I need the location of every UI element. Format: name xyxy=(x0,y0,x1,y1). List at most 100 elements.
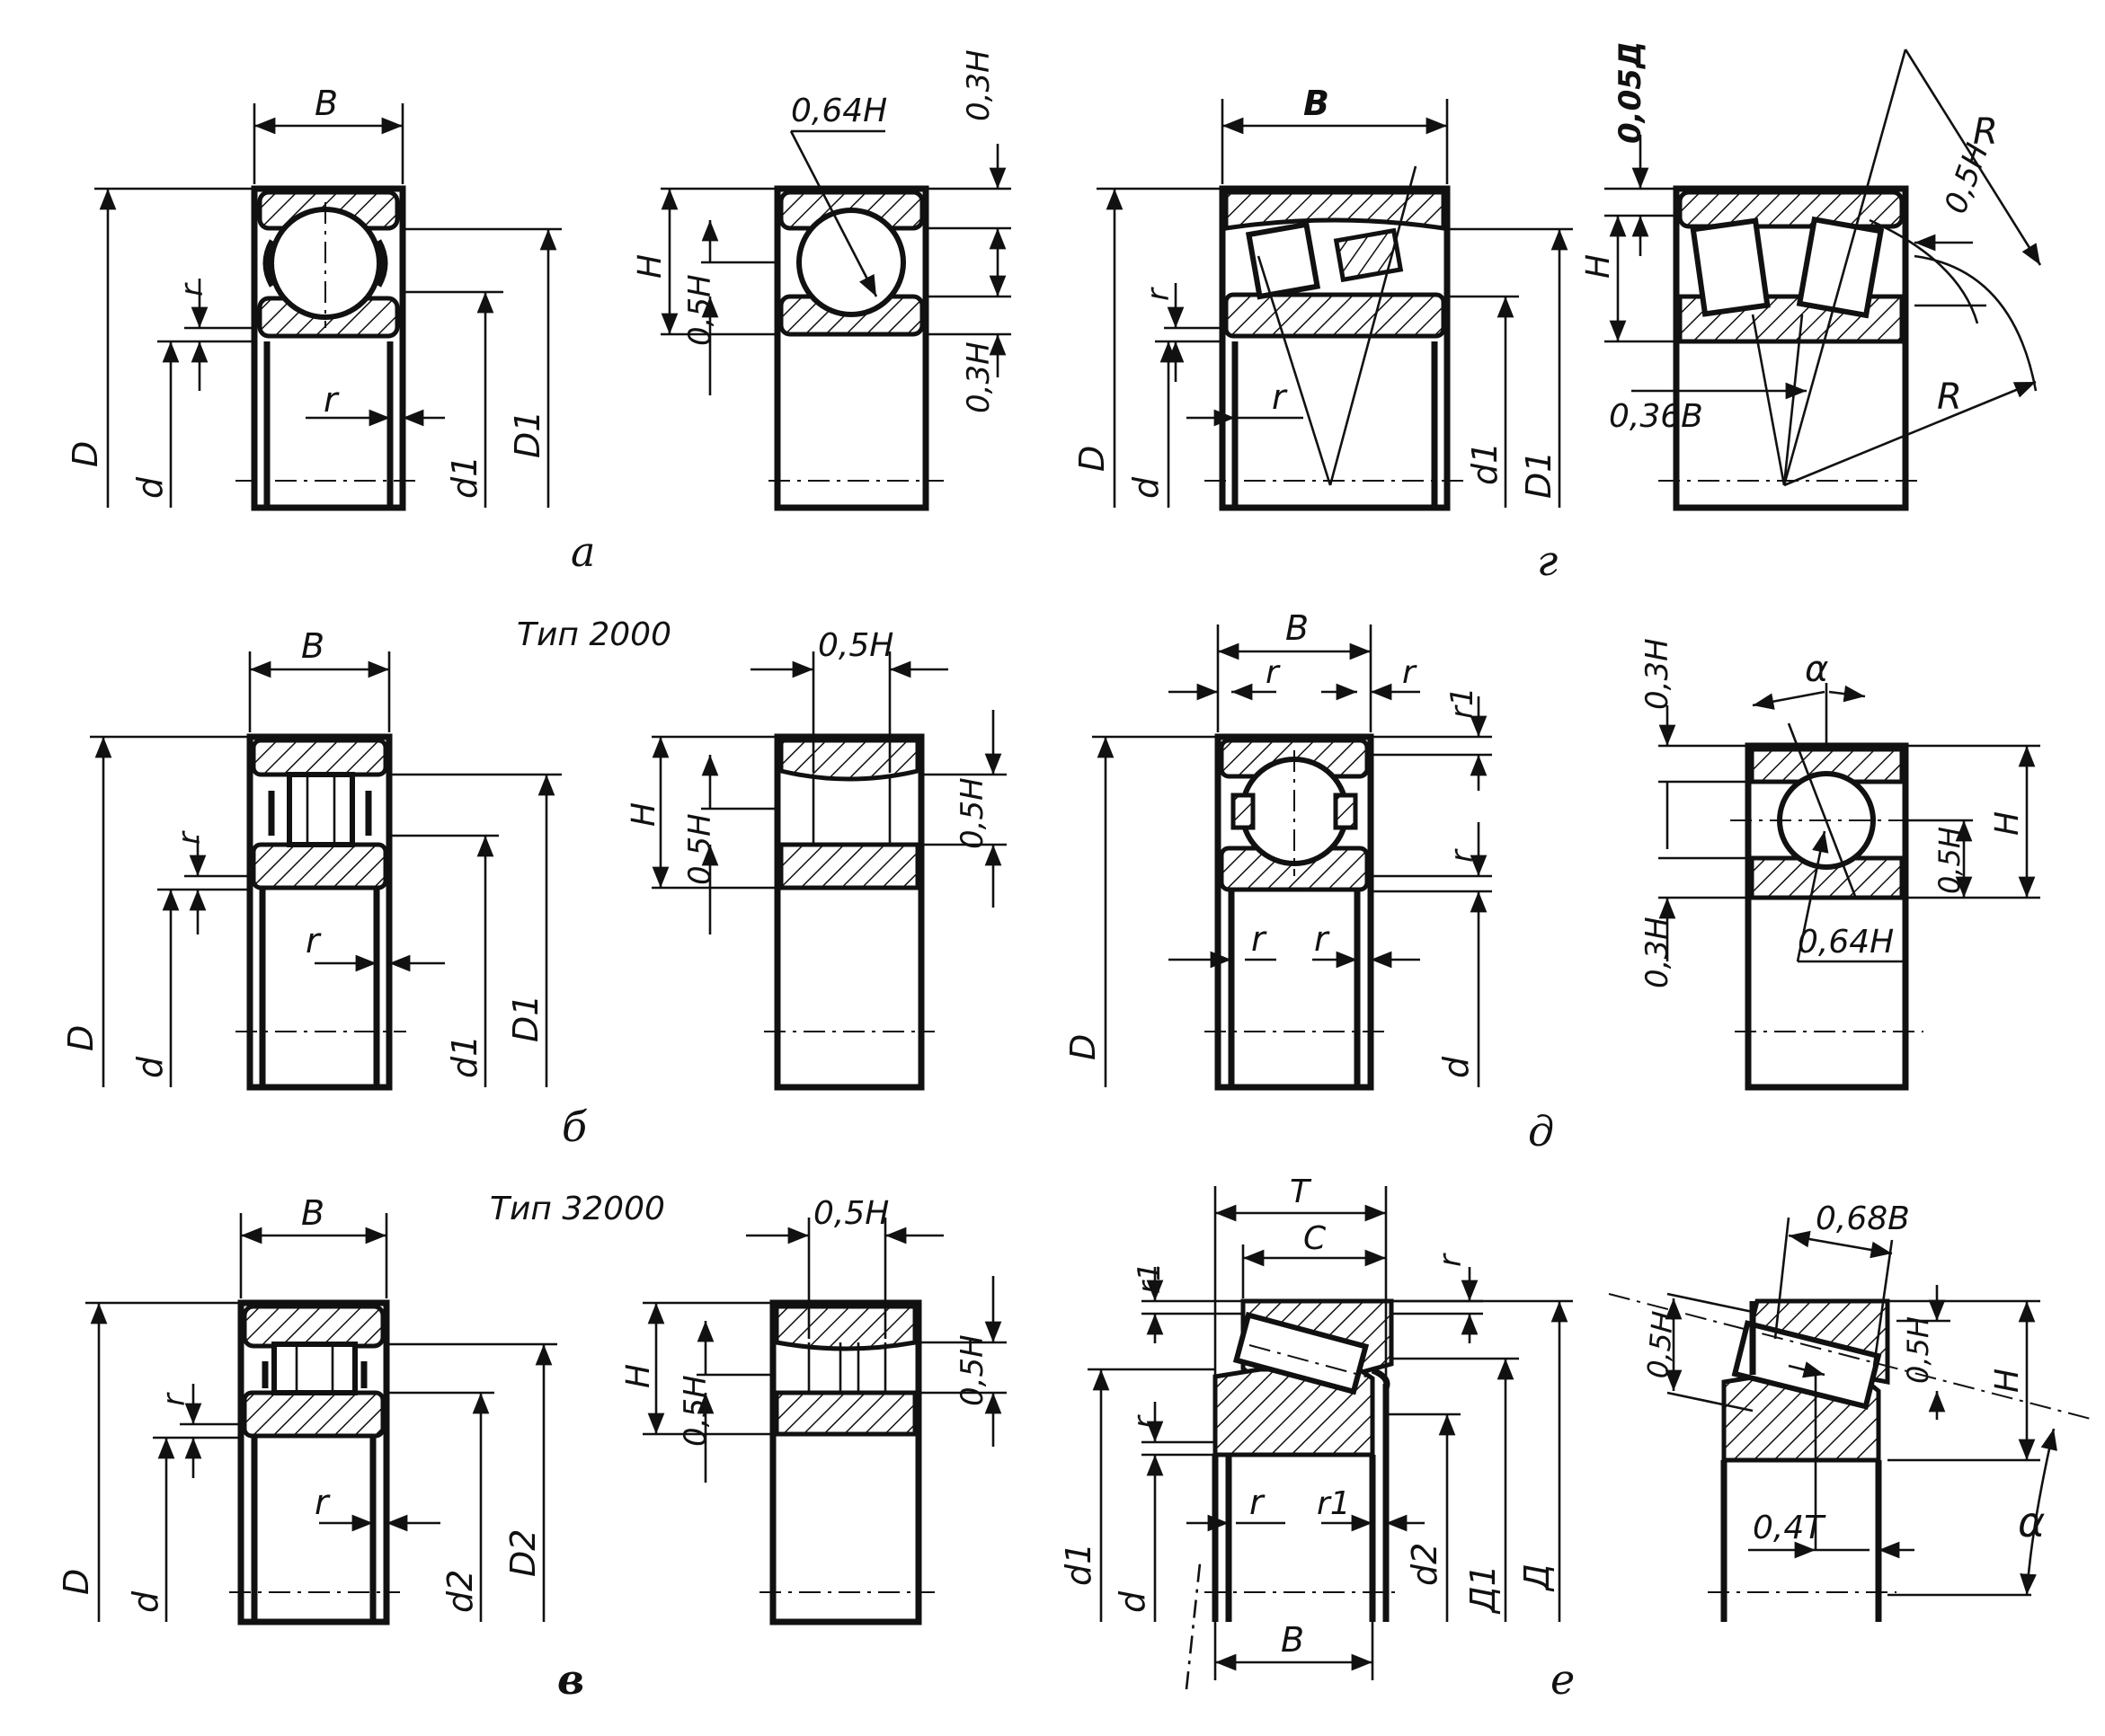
label-r1: r1 xyxy=(1317,1485,1351,1522)
label-r: r xyxy=(1314,919,1330,959)
label-05H: 0,5H xyxy=(813,1195,889,1232)
label-R: R xyxy=(1937,376,1962,418)
label-B: B xyxy=(315,84,338,123)
fig-e-simplified xyxy=(1608,1217,2095,1622)
label-H: H xyxy=(1989,811,2026,836)
label-B: B xyxy=(1303,84,1329,123)
label-r: r xyxy=(315,1483,331,1522)
label-d1: d1 xyxy=(1059,1543,1098,1586)
label-H: H xyxy=(1580,254,1617,279)
label-d1: d1 xyxy=(1465,442,1505,485)
label-H: H xyxy=(626,802,662,827)
label-D: D xyxy=(61,1025,101,1051)
fig-g-simplified xyxy=(1604,49,2042,511)
label-05H: 0,5H xyxy=(682,274,718,346)
label-05H: 0,5H xyxy=(678,1375,714,1447)
label-05H: 0,5H xyxy=(818,627,893,664)
label-d2: d2 xyxy=(440,1570,480,1613)
subfig-label-g: г xyxy=(1537,536,1558,585)
label-r: r xyxy=(306,921,322,961)
label-B: B xyxy=(1281,1620,1304,1660)
label-04T: 0,4T xyxy=(1753,1510,1826,1546)
label-r: r xyxy=(324,380,340,420)
label-r: r xyxy=(1249,1483,1266,1522)
label-d1: d1 xyxy=(445,1035,484,1078)
label-d: d xyxy=(130,476,170,499)
subfig-label-b: б xyxy=(562,1103,588,1151)
label-B: B xyxy=(1285,608,1309,648)
label-d: d xyxy=(126,1590,165,1613)
label-d: d xyxy=(1126,476,1166,499)
label-T: T xyxy=(1290,1174,1312,1210)
label-03H: 0,3H xyxy=(961,49,997,121)
label-r: r xyxy=(1141,287,1177,301)
label-R: R xyxy=(1973,111,1998,153)
label-C: C xyxy=(1303,1220,1327,1257)
fig-v-bearing-section xyxy=(85,1213,557,1625)
label-05H: 0,5H xyxy=(955,1334,990,1406)
label-064H: 0,64H xyxy=(791,93,887,129)
fig-g-bearing-section xyxy=(1097,99,1573,511)
label-r: r xyxy=(1402,654,1417,691)
subfig-label-e: е xyxy=(1550,1655,1575,1704)
label-D: D xyxy=(1063,1034,1103,1060)
label-05H: 0,5H xyxy=(1640,1310,1680,1380)
label-d1: d1 xyxy=(445,456,484,499)
label-068B: 0,68B xyxy=(1816,1200,1910,1237)
label-r: r xyxy=(174,282,210,297)
fig-v-simplified xyxy=(643,1218,1007,1625)
fig-d-bearing-section xyxy=(1092,624,1492,1091)
label-r: r xyxy=(1272,377,1288,417)
label-r: r xyxy=(1266,654,1281,691)
label-r1: r1 xyxy=(1444,686,1480,719)
fig-e-bearing-section xyxy=(1088,1186,1573,1690)
label-005D: 0,05Д xyxy=(1612,41,1648,144)
label-H: H xyxy=(620,1364,657,1388)
fig-a-bearing-section xyxy=(94,103,562,511)
label-D1: D1 xyxy=(1519,451,1559,499)
label-r: r xyxy=(1444,848,1480,863)
label-05H: 0,5H xyxy=(1932,827,1967,894)
label-H: H xyxy=(1989,1368,2026,1393)
label-D: D xyxy=(57,1569,96,1595)
label-d: d xyxy=(130,1056,170,1078)
label-036B: 0,36B xyxy=(1609,398,1703,435)
label-d: d xyxy=(1113,1590,1152,1613)
subfig-label-d: д xyxy=(1528,1107,1554,1156)
label-r: r xyxy=(156,1392,192,1406)
label-03H: 0,3H xyxy=(1639,917,1675,988)
label-D: D xyxy=(1072,446,1112,472)
label-alpha: α xyxy=(2018,1498,2045,1546)
label-05H: 0,5H xyxy=(1901,1316,1935,1384)
label-r: r xyxy=(172,830,208,845)
subfig-label-v: в xyxy=(557,1655,584,1704)
subfig-label-a: а xyxy=(571,527,595,576)
fig-b-bearing-section xyxy=(90,651,562,1091)
label-alpha: α xyxy=(1805,649,1828,690)
label-r: r xyxy=(1433,1253,1469,1267)
label-d2: d2 xyxy=(1405,1543,1444,1586)
label-064H: 0,64H xyxy=(1798,924,1894,961)
label-05H: 0,5H xyxy=(682,813,718,885)
label-D1-cap: Д1 xyxy=(1463,1564,1503,1615)
label-D1: D1 xyxy=(508,411,547,458)
label-D1: D1 xyxy=(506,995,546,1042)
type-32000-title: Тип 32000 xyxy=(490,1191,665,1227)
fig-b-simplified xyxy=(652,651,1007,1091)
label-D2: D2 xyxy=(503,1529,543,1577)
label-B: B xyxy=(301,1193,324,1233)
type-2000-title: Тип 2000 xyxy=(517,616,671,653)
label-03H: 0,3H xyxy=(1639,638,1675,710)
label-r1: r1 xyxy=(1132,1262,1168,1294)
label-r: r xyxy=(1127,1414,1163,1429)
label-D-cap: Д xyxy=(1517,1563,1557,1592)
label-B: B xyxy=(301,626,324,666)
label-d: d xyxy=(1436,1056,1476,1078)
label-r: r xyxy=(1251,919,1267,959)
fig-a-simplified xyxy=(661,129,1011,511)
label-03H: 0,3H xyxy=(961,341,997,413)
fig-d-simplified xyxy=(1658,683,2040,1091)
label-D: D xyxy=(66,441,105,467)
label-05H: 0,5H xyxy=(955,777,990,849)
